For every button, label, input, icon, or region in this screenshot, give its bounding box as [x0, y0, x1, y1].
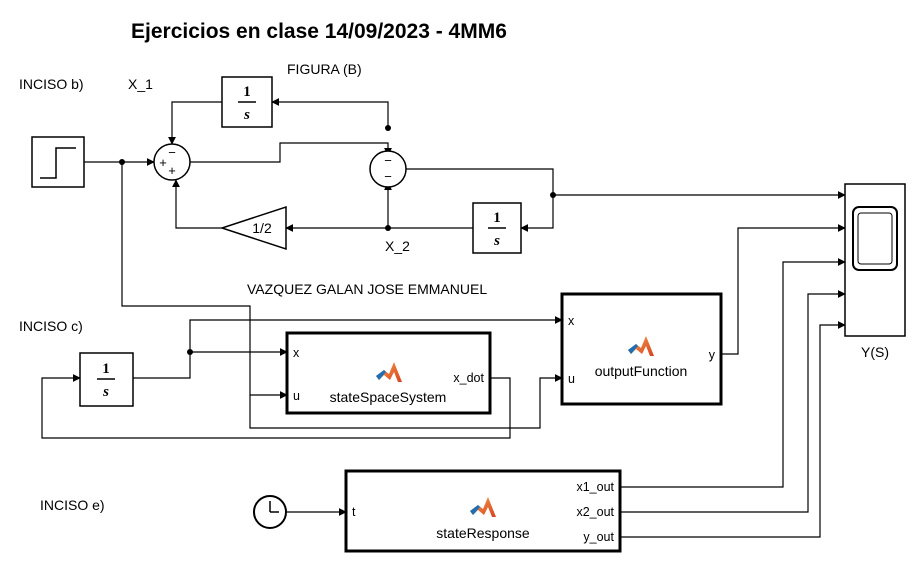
output-function-port-x: x: [568, 314, 575, 328]
sum-1-sign-top: −: [168, 145, 176, 160]
state-response-name: stateResponse: [436, 525, 530, 541]
step-block[interactable]: [31, 136, 85, 188]
state-space-port-xdot: x_dot: [453, 371, 484, 385]
output-function-block[interactable]: x u y outputFunction: [560, 292, 723, 406]
integrator-3-block[interactable]: 1 s: [79, 352, 134, 407]
state-response-port-y: y_out: [583, 530, 614, 544]
gain-value: 1/2: [252, 220, 272, 236]
state-space-port-u: u: [293, 389, 300, 403]
sum-2-block[interactable]: − −: [369, 150, 407, 188]
integrator-1-num: 1: [243, 84, 251, 100]
x2-label: X_2: [385, 238, 410, 254]
sum-2-sign-bottom: −: [384, 169, 392, 184]
author-label: VAZQUEZ GALAN JOSE EMMANUEL: [247, 281, 487, 297]
gain-block[interactable]: 1/2: [219, 205, 287, 251]
scope-block[interactable]: Y(S): [844, 183, 906, 360]
integrator-2-den: s: [493, 233, 500, 249]
state-response-block[interactable]: t x1_out x2_out y_out stateResponse: [344, 469, 622, 553]
inciso-b-label: INCISO b): [19, 76, 84, 92]
matlab-function-icon: [470, 497, 496, 517]
wires-inciso-e: [287, 258, 846, 538]
sum-1-sign-left: +: [159, 155, 167, 170]
integrator-2-block[interactable]: 1 s: [472, 202, 522, 254]
clock-block[interactable]: [253, 495, 287, 529]
integrator-2-num: 1: [493, 210, 501, 226]
inciso-c-label: INCISO c): [19, 318, 83, 334]
integrator-3-den: s: [102, 384, 109, 400]
wires-inciso-c: [41, 224, 846, 439]
state-response-port-x1: x1_out: [576, 480, 614, 494]
state-response-port-x2: x2_out: [576, 505, 614, 519]
state-space-system-block[interactable]: x u x_dot stateSpaceSystem: [285, 331, 492, 415]
output-function-name: outputFunction: [595, 363, 688, 379]
integrator-1-block[interactable]: 1 s: [221, 76, 273, 128]
step-icon: [40, 147, 76, 179]
state-space-port-x: x: [293, 346, 300, 360]
figura-label: FIGURA (B): [287, 61, 362, 77]
x1-label: X_1: [128, 76, 153, 92]
integrator-3-num: 1: [102, 361, 110, 377]
output-function-port-u: u: [568, 372, 575, 386]
sum-1-sign-bottom: +: [168, 163, 176, 178]
output-function-port-y: y: [709, 348, 716, 362]
wires-inciso-b: [84, 98, 846, 399]
sum-2-sign-top: −: [384, 153, 392, 168]
state-response-port-t: t: [352, 505, 356, 519]
page-title: Ejercicios en clase 14/09/2023 - 4MM6: [131, 20, 507, 43]
inciso-e-label: INCISO e): [40, 497, 105, 513]
state-space-name: stateSpaceSystem: [330, 389, 447, 405]
sum-1-block[interactable]: − + +: [153, 143, 191, 181]
scope-name: Y(S): [861, 344, 889, 360]
matlab-function-icon: [376, 362, 402, 382]
integrator-1-den: s: [243, 107, 250, 123]
matlab-function-icon: [628, 336, 654, 356]
